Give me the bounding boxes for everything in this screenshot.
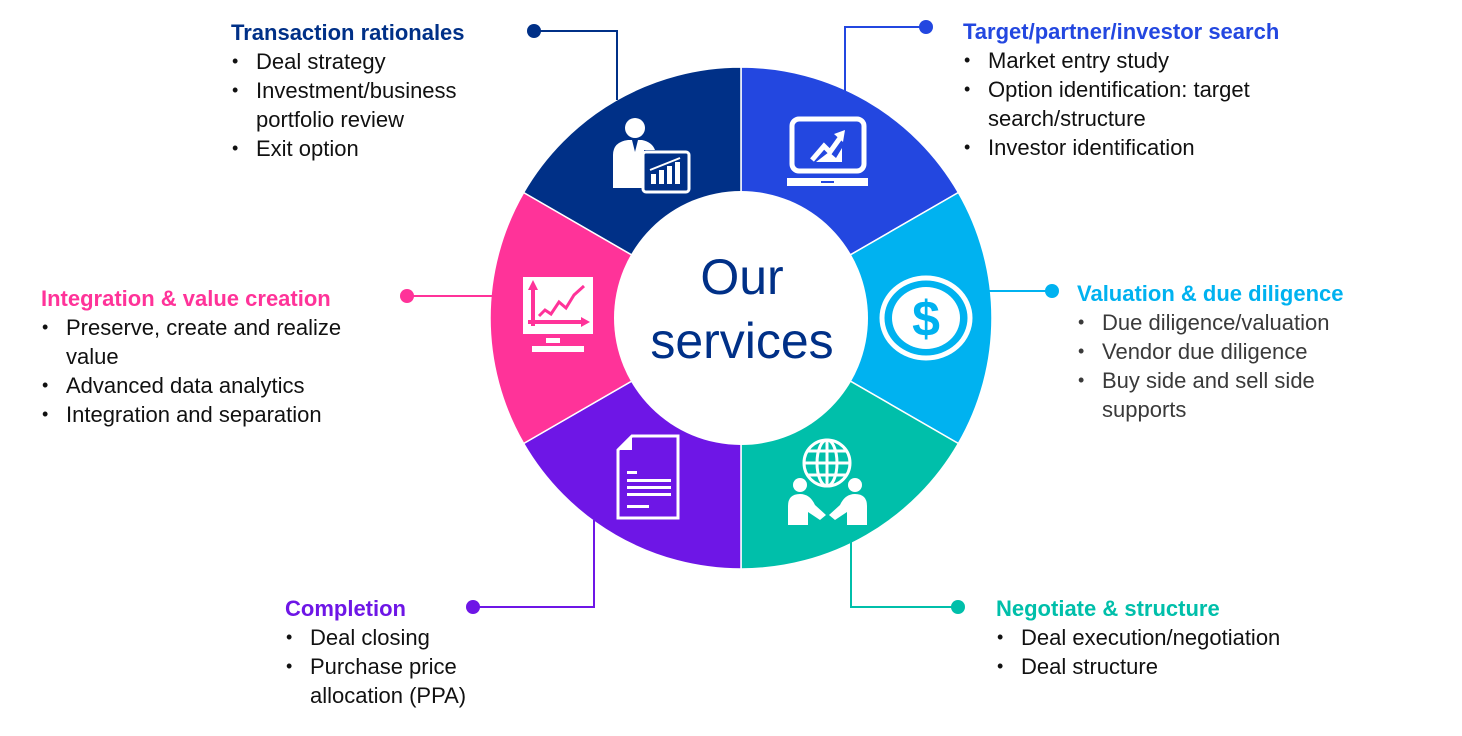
connector-line-negotiate: [850, 540, 958, 608]
list-item: Purchase price allocation (PPA): [285, 652, 510, 710]
list-item: Preserve, create and realize value: [41, 313, 396, 371]
connector-line-target-search: [844, 26, 926, 100]
integration-block: Integration & value creation Preserve, c…: [41, 284, 396, 429]
connector-dot-completion: [466, 600, 480, 614]
center-title-line2: services: [650, 313, 834, 369]
negotiate-title: Negotiate & structure: [996, 596, 1220, 621]
transaction-rationales-block: Transaction rationales Deal strategy Inv…: [231, 18, 486, 163]
valuation-block: Valuation & due diligence Due diligence/…: [1077, 279, 1362, 424]
connector-dot-target-search: [919, 20, 933, 34]
connector-line-completion: [473, 520, 595, 608]
list-item: Deal execution/negotiation: [996, 623, 1280, 652]
connector-dot-valuation: [1045, 284, 1059, 298]
target-search-block: Target/partner/investor search Market en…: [963, 17, 1288, 162]
dollar-coin-icon: $: [879, 275, 973, 361]
center-circle: [614, 191, 868, 445]
laptop-growth-chart-icon: [787, 116, 868, 186]
completion-block: Completion Deal closing Purchase price a…: [285, 594, 510, 710]
businessman-chart-icon: [613, 118, 691, 194]
list-item: Exit option: [231, 134, 486, 163]
transaction-rationales-title: Transaction rationales: [231, 20, 465, 45]
svg-text:$: $: [912, 291, 940, 347]
document-icon: [616, 434, 680, 520]
negotiate-list: Deal execution/negotiation Deal structur…: [996, 623, 1280, 681]
list-item: Buy side and sell side supports: [1077, 366, 1362, 424]
transaction-rationales-list: Deal strategy Investment/business portfo…: [231, 47, 486, 163]
completion-title: Completion: [285, 596, 406, 621]
list-item: Deal structure: [996, 652, 1280, 681]
center-title: Our services: [620, 245, 864, 373]
list-item: Investment/business portfolio review: [231, 76, 486, 134]
target-search-title: Target/partner/investor search: [963, 19, 1280, 44]
list-item: Vendor due diligence: [1077, 337, 1362, 366]
valuation-title: Valuation & due diligence: [1077, 281, 1344, 306]
completion-list: Deal closing Purchase price allocation (…: [285, 623, 510, 710]
list-item: Advanced data analytics: [41, 371, 396, 400]
center-title-line1: Our: [700, 249, 784, 305]
connector-line-transaction-rationales: [534, 30, 618, 100]
list-item: Market entry study: [963, 46, 1288, 75]
connector-dot-integration: [400, 289, 414, 303]
list-item: Deal closing: [285, 623, 510, 652]
integration-list: Preserve, create and realize value Advan…: [41, 313, 396, 429]
integration-title: Integration & value creation: [41, 286, 331, 311]
connector-dot-negotiate: [951, 600, 965, 614]
list-item: Deal strategy: [231, 47, 486, 76]
list-item: Investor identification: [963, 133, 1288, 162]
globe-handshake-icon: [788, 438, 867, 525]
connector-dot-transaction-rationales: [527, 24, 541, 38]
target-search-list: Market entry study Option identification…: [963, 46, 1288, 162]
list-item: Due diligence/valuation: [1077, 308, 1362, 337]
list-item: Option identification: target search/str…: [963, 75, 1288, 133]
negotiate-block: Negotiate & structure Deal execution/neg…: [996, 594, 1280, 681]
list-item: Integration and separation: [41, 400, 396, 429]
monitor-analytics-icon: [523, 277, 593, 352]
valuation-list: Due diligence/valuation Vendor due dilig…: [1077, 308, 1362, 424]
